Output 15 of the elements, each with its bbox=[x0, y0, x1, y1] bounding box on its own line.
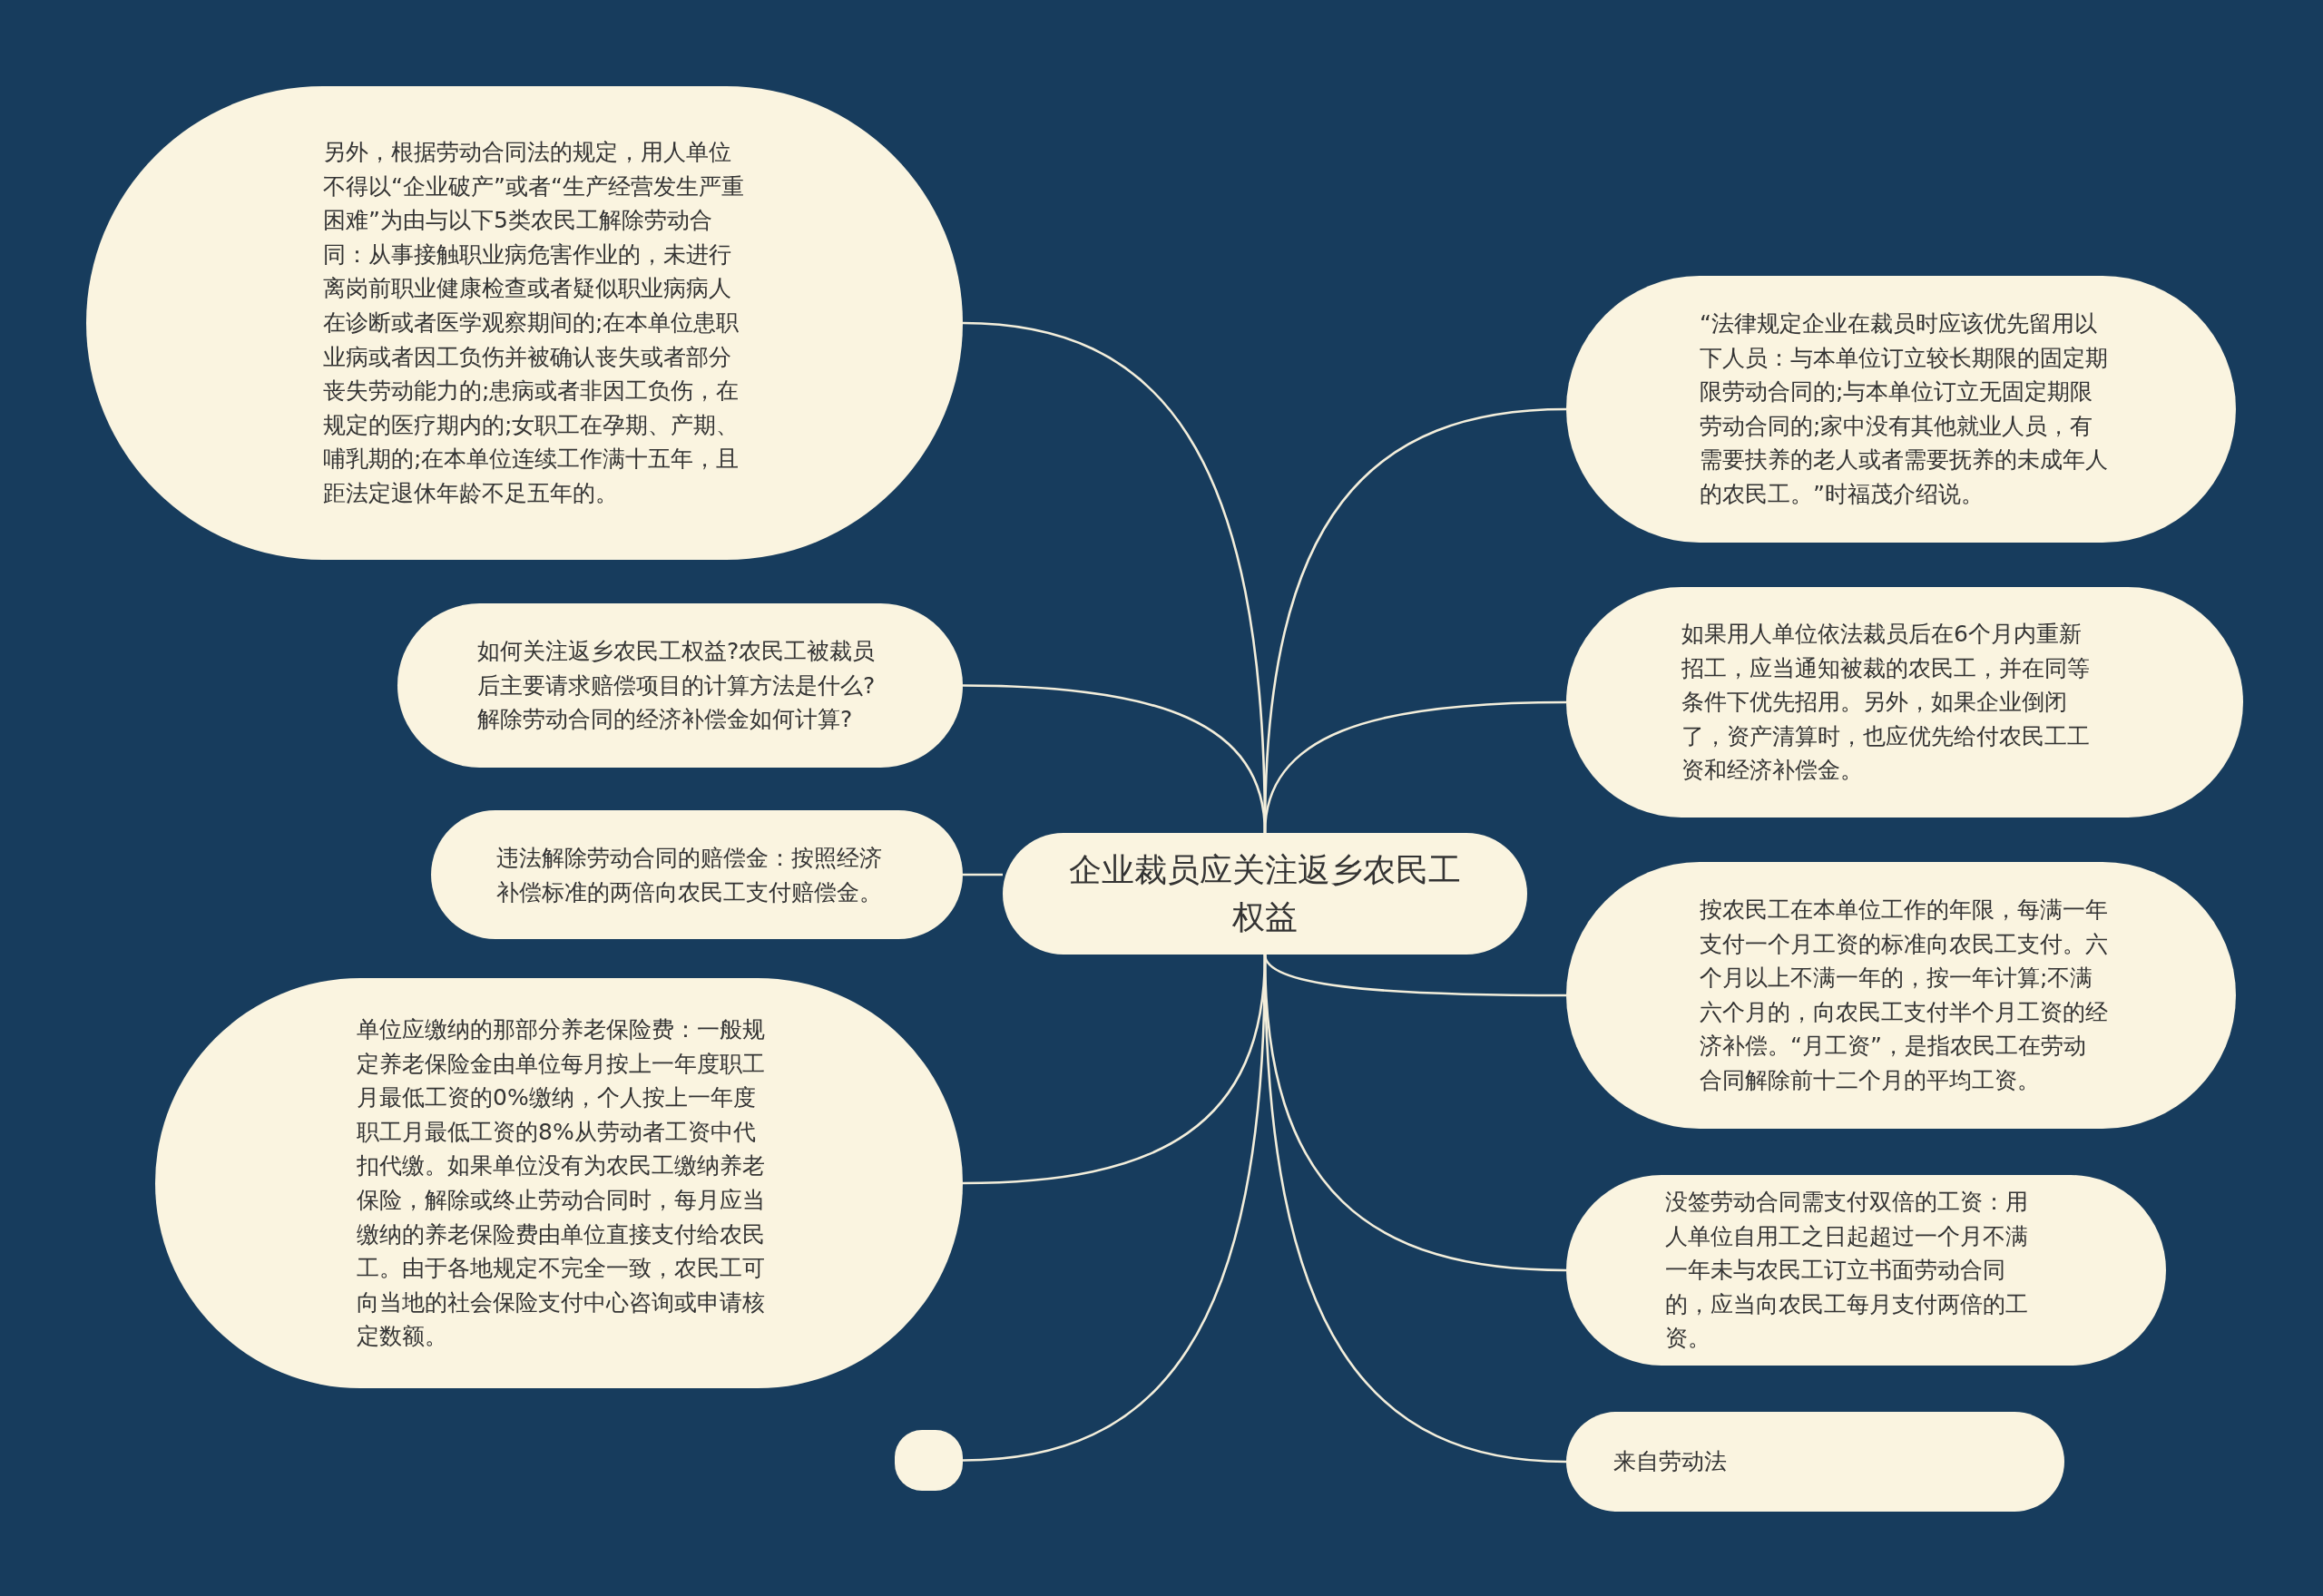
connector-line bbox=[1263, 954, 1566, 997]
topic-text: 来自劳动法 bbox=[1613, 1447, 1728, 1476]
topic-text: 另外，根据劳动合同法的规定，用人单位不得以“企业破产”或者“生产经营发生严重困难”为由与以下5类农民工解除劳动合同：从事接触职业病危害作业的，未进行离岗前职业健康检查或者疑似职业病病人在诊断或者医学观察期间的;在本单位患职业病或者因工负伤并被确认丧失或者部分丧失劳动能力的;患病或者非因工负伤，在规定的医疗期内的;女职工在孕期、产期、哺乳期的;在本单位连续工作满十五年，且距法定退休年龄不足五年的。 bbox=[323, 138, 745, 508]
topic-text: 没签劳动合同需支付双倍的工资：用人单位自用工之日起超过一个月不满一年未与农民工订立书面劳动合同的，应当向农民工每月支付两倍的工资。 bbox=[1665, 1188, 2029, 1354]
topic-text: 单位应缴纳的那部分养老保险费：一般规定养老保险金由单位每月按上一年度职工月最低工资的0%缴纳，个人按上一年度职工月最低工资的8%从劳动者工资中代扣代缴。如果单位没有为农民工缴纳养老保险，解除或终止劳动合同时，每月应当缴纳的养老保险费由单位直接支付给农民工。由于各地规定不完全一致，农民工可向当地的社会保险支付中心咨询或申请核定数额。 bbox=[357, 1015, 765, 1352]
connector-line bbox=[1263, 954, 1567, 1464]
topic-text: 违法解除劳动合同的赔偿金：按照经济补偿标准的两倍向农民工支付赔偿金。 bbox=[496, 844, 883, 907]
topic-text: 如何关注返乡农民工权益?农民工被裁员后主要请求赔偿项目的计算方法是什么?解除劳动合同的经济补偿金如何计算? bbox=[477, 637, 877, 735]
empty-bubble bbox=[895, 1430, 963, 1491]
central-topic-text: 企业裁员应关注返乡农民工权益 bbox=[1068, 850, 1462, 937]
topic-text: 按农民工在本单位工作的年限，每满一年支付一个月工资的标准向农民工支付。六个月以上不满一年的，按一年计算;不满六个月的，向农民工支付半个月工资的经济补偿。“月工资”，是指农民工在劳动合同解除前十二个月的平均工资。 bbox=[1700, 896, 2108, 1095]
topic-text: 如果用人单位依法裁员后在6个月内重新招工，应当通知被裁的农民工，并在同等条件下优先招用。另外，如果企业倒闭了，资产清算时，也应优先给付农民工工资和经济补偿金。 bbox=[1681, 620, 2090, 786]
connector-line bbox=[963, 873, 1003, 876]
connector-line bbox=[1263, 700, 1566, 834]
topic-text: “法律规定企业在裁员时应该优先留用以下人员：与本单位订立较长期限的固定期限劳动合同的;与本单位订立无固定期限劳动合同的;家中没有其他就业人员，有需要扶养的老人或者需要抚养的未成年人的农民工。”时福茂介绍说。 bbox=[1700, 309, 2108, 509]
